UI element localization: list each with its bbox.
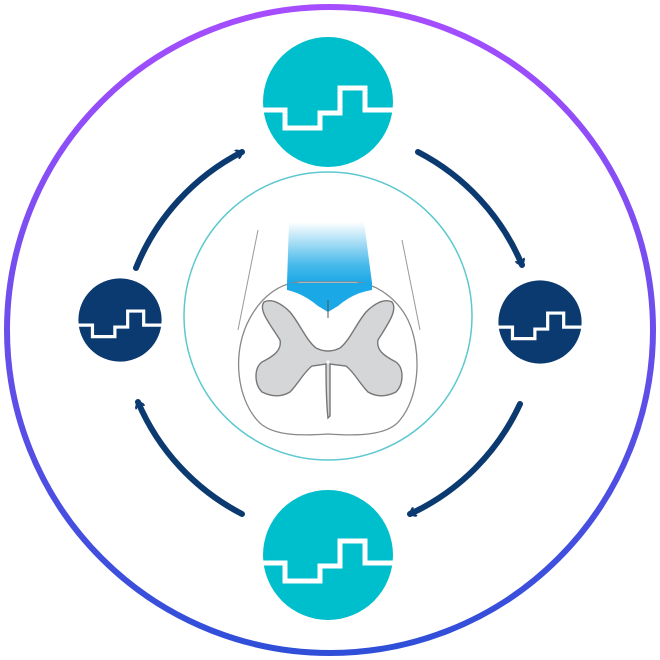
outer-ring bbox=[4, 4, 656, 656]
sensing-node-right bbox=[496, 280, 584, 364]
arrow-right-to-bottom bbox=[407, 401, 523, 514]
arrow-bottom-to-left bbox=[138, 399, 245, 517]
arrow-top-to-right bbox=[415, 149, 522, 268]
sensing-node-left bbox=[76, 278, 164, 362]
stimulation-node-bottom bbox=[262, 490, 394, 620]
stimulation-node-top bbox=[262, 37, 394, 167]
arrow-left-to-top bbox=[133, 149, 245, 271]
spinal-cord-cross-section-icon bbox=[183, 171, 473, 461]
